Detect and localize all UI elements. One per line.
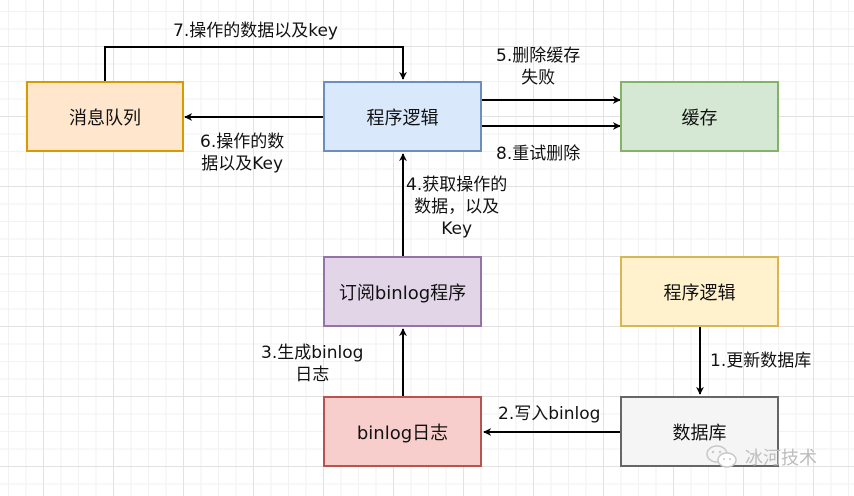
node-binlog-log[interactable]: binlog日志 [323, 396, 482, 467]
edge-4-label-line: 4.获取操作的 [406, 175, 508, 195]
edge-8-label-line: 8.重试删除 [496, 144, 581, 164]
node-program-logic-bottom[interactable]: 程序逻辑 [620, 256, 779, 327]
edge-2-label-line: 2.写入binlog [498, 404, 601, 424]
edge-1-label: 1.更新数据库 [710, 350, 811, 372]
watermark: 冰河技术 [705, 444, 817, 470]
node-cache[interactable]: 缓存 [620, 81, 779, 152]
wechat-icon [706, 445, 737, 468]
edge-6-label-line: 据以及Key [201, 154, 284, 174]
edge-2-label: 2.写入binlog [498, 403, 600, 425]
node-program-logic-top-label: 程序逻辑 [366, 107, 439, 129]
edge-7-label-line: 7.操作的数据以及key [173, 21, 338, 41]
node-binlog-subscriber-label: 订阅binlog程序 [338, 282, 467, 304]
edge-5-label: 5.删除缓存 失败 [496, 45, 580, 89]
edge-6-label: 6.操作的数 据以及Key [200, 131, 284, 175]
edge-7-line [104, 46, 407, 81]
edge-4-label-line: Key [441, 219, 473, 239]
edge-4-label-line: 数据，以及 [414, 197, 500, 217]
node-binlog-log-label: binlog日志 [356, 422, 449, 444]
edge-3-label-line: 3.生成binlog [261, 343, 364, 363]
node-message-queue[interactable]: 消息队列 [26, 81, 184, 152]
watermark-text: 冰河技术 [745, 448, 817, 469]
node-database-label: 数据库 [672, 422, 727, 444]
node-program-logic-top[interactable]: 程序逻辑 [323, 81, 482, 152]
edge-3-label-line: 日志 [295, 365, 330, 385]
edge-3-label: 3.生成binlog 日志 [261, 342, 363, 386]
edge-5-label-line: 5.删除缓存 [496, 46, 581, 66]
edge-6-label-line: 6.操作的数 [200, 132, 285, 152]
edge-7-label: 7.操作的数据以及key [173, 20, 338, 42]
node-program-logic-bottom-label: 程序逻辑 [663, 282, 736, 304]
node-database[interactable]: 数据库 [620, 396, 779, 467]
edge-4-label: 4.获取操作的 数据，以及 Key [406, 174, 507, 240]
node-binlog-subscriber[interactable]: 订阅binlog程序 [323, 256, 482, 327]
edge-5-label-line: 失败 [521, 68, 556, 88]
edge-8-label: 8.重试删除 [496, 143, 580, 165]
node-message-queue-label: 消息队列 [69, 107, 141, 129]
edge-1-label-line: 1.更新数据库 [710, 351, 812, 371]
node-cache-label: 缓存 [681, 107, 718, 129]
